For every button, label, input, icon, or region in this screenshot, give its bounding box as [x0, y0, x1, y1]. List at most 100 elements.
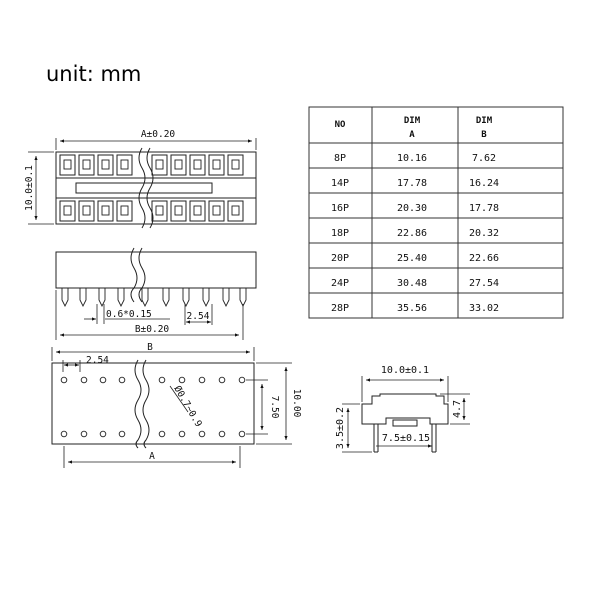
- table-cell: 30.48: [397, 278, 427, 289]
- top-view: [55, 147, 257, 229]
- front-view: [55, 247, 257, 303]
- pin-hole: [218, 430, 226, 438]
- contact-cell: [227, 154, 244, 176]
- contact-slot: [174, 205, 183, 216]
- dimension-table: [308, 106, 564, 319]
- table-cell: 28P: [331, 303, 349, 314]
- front-dim-pin-width: 0.6*0.15: [106, 309, 152, 320]
- contact-slot: [212, 159, 221, 170]
- table-cell: 14P: [331, 178, 349, 189]
- table-header: NO DIM A DIM B: [335, 116, 493, 140]
- contact-cell: [170, 154, 187, 176]
- bottom-view: [51, 359, 255, 449]
- pin: [202, 288, 210, 308]
- pin-hole: [158, 376, 166, 384]
- contact-slot: [231, 159, 240, 170]
- pin: [117, 288, 125, 308]
- contact-slot: [155, 205, 164, 216]
- pin-hole: [118, 376, 126, 384]
- side-dim-width: 10.0±0.1: [381, 365, 429, 376]
- header-dim-b-line2: B: [481, 130, 487, 140]
- table-cell: 22.86: [397, 228, 427, 239]
- contact-slot: [120, 205, 129, 216]
- table-cell: 20P: [331, 253, 349, 264]
- table-cell: 20.30: [397, 203, 427, 214]
- top-dim-a: A±0.20: [141, 129, 176, 140]
- pin: [182, 288, 190, 308]
- pin-hole: [99, 430, 107, 438]
- contact-cell: [208, 154, 225, 176]
- contact-cell: [151, 154, 168, 176]
- contact-cell: [116, 154, 133, 176]
- bottom-dim-row: 7.50: [269, 396, 280, 419]
- bottom-view-holes: [60, 376, 246, 438]
- pin: [141, 288, 149, 308]
- side-view: [361, 393, 449, 453]
- bottom-dim-outer: 10.00: [291, 389, 302, 418]
- side-dim-height: 4.7: [452, 400, 463, 418]
- table-cell: 18P: [331, 228, 349, 239]
- bottom-dim-b: B: [147, 342, 153, 353]
- table-cell: 20.32: [469, 228, 499, 239]
- bottom-view-dimensions: [51, 347, 292, 468]
- pin-hole: [198, 376, 206, 384]
- front-dim-pitch: 2.54: [187, 311, 210, 322]
- contact-slot: [212, 205, 221, 216]
- contact-slot: [193, 205, 202, 216]
- contact-slot: [155, 159, 164, 170]
- pin: [79, 288, 87, 308]
- table-cell: 27.54: [469, 278, 499, 289]
- table-cell: 22.66: [469, 253, 499, 264]
- front-view-pins: [61, 288, 247, 308]
- header-no: NO: [335, 120, 346, 130]
- pin-hole: [80, 430, 88, 438]
- contact-slot: [174, 159, 183, 170]
- contact-cell: [170, 200, 187, 222]
- contact-cell: [208, 200, 225, 222]
- table-cell: 8P: [334, 153, 346, 164]
- contact-cell: [78, 200, 95, 222]
- contact-slot: [82, 159, 91, 170]
- contact-slot: [101, 159, 110, 170]
- bottom-dim-pitch: 2.54: [86, 355, 109, 366]
- table-cell: 24P: [331, 278, 349, 289]
- contact-cell: [189, 200, 206, 222]
- contact-slot: [193, 159, 202, 170]
- pin-hole: [60, 376, 68, 384]
- contact-slot: [63, 159, 72, 170]
- pin-hole: [60, 430, 68, 438]
- table-cell: 7.62: [472, 153, 496, 164]
- contact-cell: [59, 154, 76, 176]
- front-view-dimensions: [55, 290, 244, 340]
- unit-label: unit: mm: [46, 62, 142, 86]
- side-dim-row: 7.5±0.15: [382, 433, 430, 444]
- side-view-dimensions: [342, 376, 470, 453]
- pin-hole: [238, 376, 246, 384]
- table-cell: 16.24: [469, 178, 499, 189]
- contact-slot: [63, 205, 72, 216]
- header-dim-b-line1: DIM: [476, 116, 493, 126]
- contact-slot: [231, 205, 240, 216]
- top-view-dimensions: [28, 138, 257, 225]
- top-dim-height: 10.0±0.1: [24, 165, 35, 211]
- contact-cell: [97, 154, 114, 176]
- contact-cell: [116, 200, 133, 222]
- front-dim-b: B±0.20: [135, 324, 170, 335]
- pin-hole: [238, 430, 246, 438]
- pin-hole: [158, 430, 166, 438]
- header-dim-a-line1: DIM: [404, 116, 421, 126]
- pin: [98, 288, 106, 308]
- contact-cell: [189, 154, 206, 176]
- pin-hole: [178, 376, 186, 384]
- contact-cell: [227, 200, 244, 222]
- side-dim-pin-len: 3.5±0.2: [335, 407, 346, 449]
- table-cell: 10.16: [397, 153, 427, 164]
- table-cell: 17.78: [397, 178, 427, 189]
- pin-hole: [198, 430, 206, 438]
- pin-hole: [99, 376, 107, 384]
- pin-hole: [118, 430, 126, 438]
- contact-slot: [101, 205, 110, 216]
- contact-slot: [120, 159, 129, 170]
- pin: [222, 288, 230, 308]
